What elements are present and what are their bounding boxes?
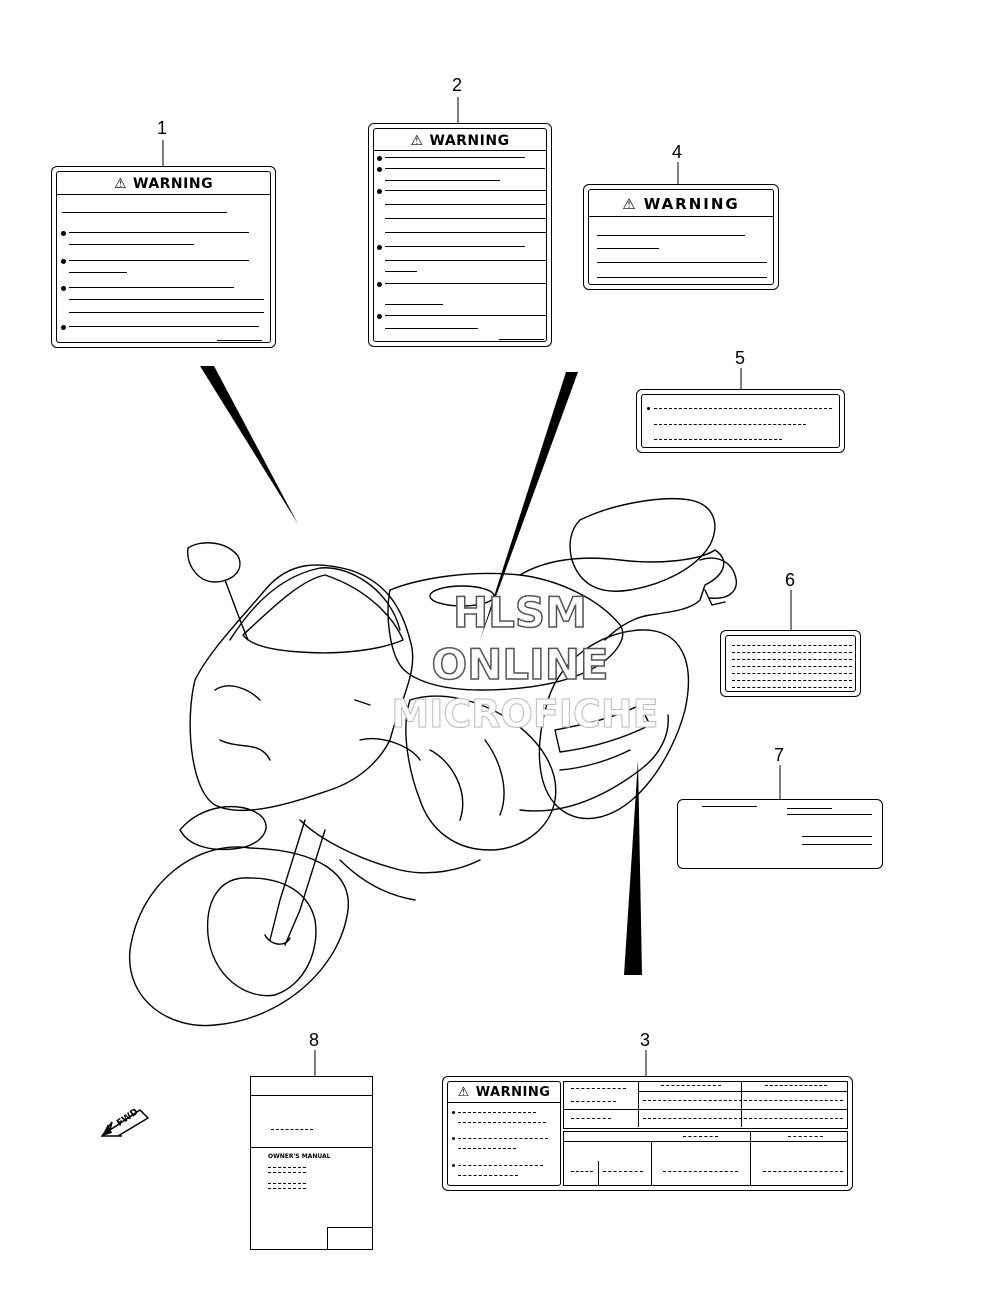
swingarm xyxy=(519,714,669,812)
warning-title: WARNING xyxy=(429,133,510,149)
label-5 xyxy=(636,389,845,453)
callout-6: 6 xyxy=(785,570,796,590)
warning-title: WARNING xyxy=(133,176,214,192)
callout-1: 1 xyxy=(157,118,168,138)
mirror xyxy=(187,542,241,583)
watermark-line-1: HLSM xyxy=(452,587,587,638)
pointer-wedge-1 xyxy=(200,366,298,524)
manual-title: OWNER'S MANUAL xyxy=(268,1153,331,1160)
warning-triangle-icon: ⚠ xyxy=(410,133,424,149)
front-wheel xyxy=(129,846,349,1027)
label-7 xyxy=(677,799,883,869)
callout-8: 8 xyxy=(309,1030,320,1050)
fwd-arrow-icon: FWD xyxy=(100,1100,150,1140)
warning-label-1: ⚠ WARNING xyxy=(51,166,276,348)
warning-label-3: ⚠ WARNING xyxy=(442,1076,853,1191)
callout-2: 2 xyxy=(452,75,463,95)
pointer-wedge-2 xyxy=(480,372,578,640)
watermark-line-2: ONLINE xyxy=(431,639,610,690)
callout-3: 3 xyxy=(640,1030,651,1050)
callout-7: 7 xyxy=(774,745,785,765)
warning-triangle-icon: ⚠ xyxy=(457,1085,470,1100)
warning-label-4: ⚠ WARNING xyxy=(583,184,779,290)
rear-wheel xyxy=(538,629,689,820)
fuel-tank xyxy=(387,572,624,691)
warning-triangle-icon: ⚠ xyxy=(622,195,638,213)
warning-label-2: ⚠ WARNING xyxy=(368,123,552,347)
front-fork xyxy=(269,819,326,946)
warning-title: WARNING xyxy=(643,195,740,213)
warning-title: WARNING xyxy=(475,1085,551,1100)
engine xyxy=(405,695,557,851)
front-fairing xyxy=(189,564,414,812)
pointer-wedge-3 xyxy=(624,760,642,975)
watermark-line-3: MICROFICHE xyxy=(391,692,659,737)
warning-triangle-icon: ⚠ xyxy=(113,176,127,192)
exhaust xyxy=(554,704,651,753)
tail-section xyxy=(519,549,725,641)
label-6 xyxy=(720,630,861,697)
callout-5: 5 xyxy=(735,348,746,368)
owners-manual: OWNER'S MANUAL xyxy=(250,1076,373,1250)
seat xyxy=(569,498,716,592)
callout-4: 4 xyxy=(672,142,683,162)
